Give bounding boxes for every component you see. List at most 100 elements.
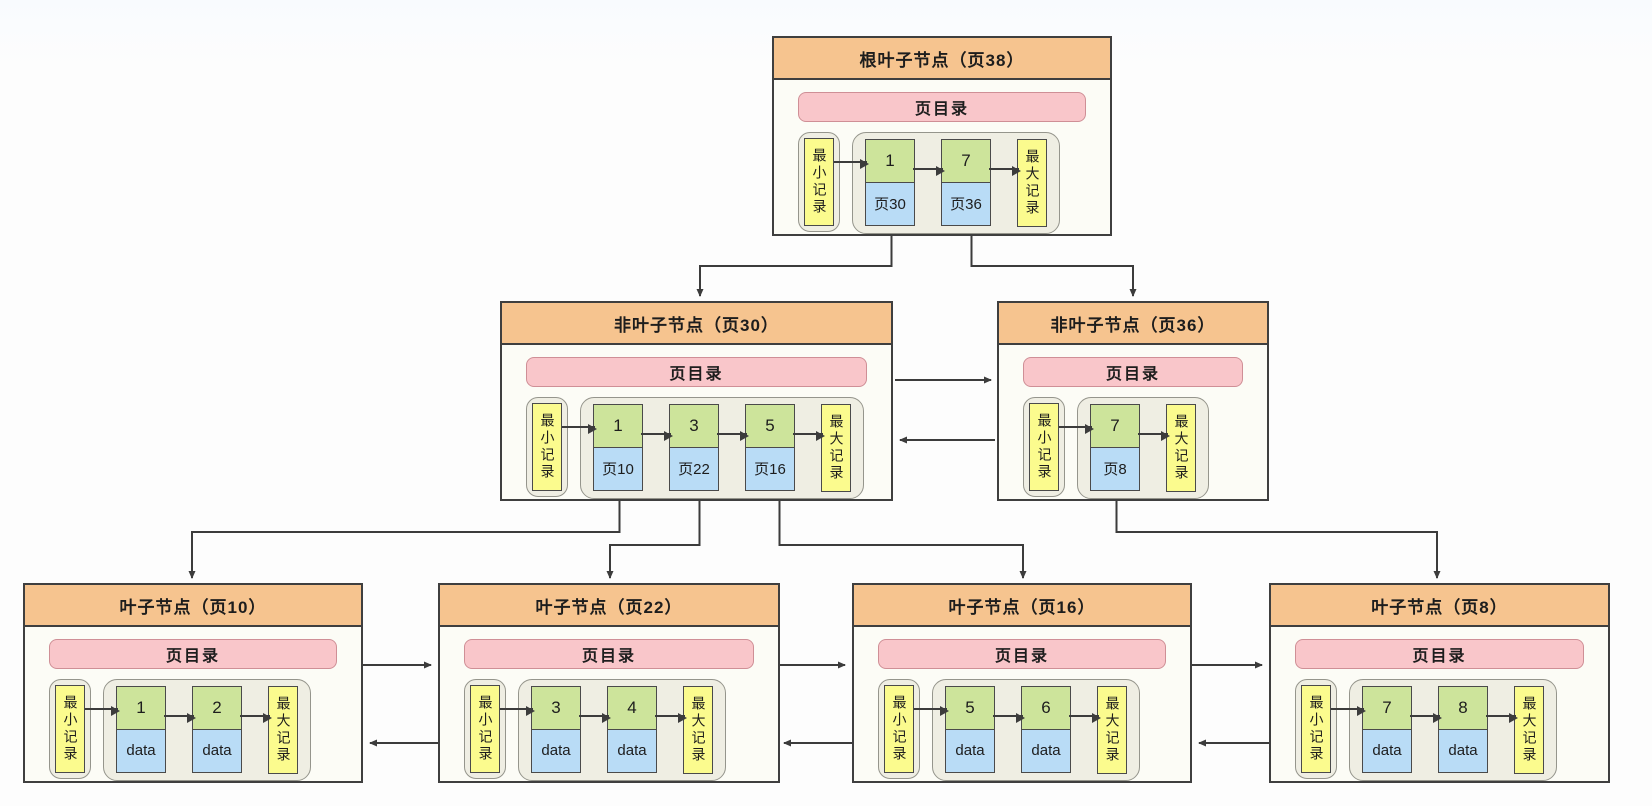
node-root-page-38: 根叶子节点（页38） 页目录 最小记录 1 页30 7 页36: [772, 36, 1112, 236]
record-key: 2: [192, 686, 242, 730]
max-record: 最大记录: [821, 404, 851, 492]
record-pointer: 页16: [745, 446, 795, 491]
min-record: 最小记录: [470, 685, 500, 773]
max-record: 最大记录: [268, 686, 298, 774]
record-entry: 3 页22: [669, 404, 719, 491]
arrow-right-icon: [85, 706, 120, 716]
arrow-right-icon: [655, 713, 687, 723]
arrow-right-icon: [1138, 431, 1170, 441]
arrow-right-icon: [1410, 713, 1442, 723]
arrow-right-icon: [1331, 706, 1366, 716]
record-data: data: [531, 728, 581, 773]
record-entry: 4 data: [607, 686, 657, 773]
min-record-container: 最小记录: [49, 679, 91, 779]
page-directory: 页目录: [798, 92, 1086, 122]
min-record-container: 最小记录: [526, 397, 568, 497]
record-entry: 1 data: [116, 686, 166, 773]
page-directory: 页目录: [1023, 357, 1243, 387]
record-data: data: [607, 728, 657, 773]
max-record: 最大记录: [683, 686, 713, 774]
page-directory: 页目录: [49, 639, 337, 669]
record-key: 6: [1021, 686, 1071, 730]
record-pointer: 页36: [941, 181, 991, 226]
page-directory: 页目录: [878, 639, 1166, 669]
record-key: 1: [593, 404, 643, 448]
record-key: 3: [669, 404, 719, 448]
record-key: 1: [865, 139, 915, 183]
arrow-right-icon: [1059, 424, 1094, 434]
page-directory: 页目录: [1295, 639, 1584, 669]
min-record-container: 最小记录: [878, 679, 920, 779]
record-data: data: [1021, 728, 1071, 773]
node-title: 叶子节点（页16）: [854, 585, 1190, 627]
node-internal-page-30: 非叶子节点（页30） 页目录 最小记录 1 页10 3 页22: [500, 301, 893, 501]
arrow-right-icon: [562, 424, 597, 434]
record-key: 5: [945, 686, 995, 730]
record-entry: 3 data: [531, 686, 581, 773]
max-record: 最大记录: [1166, 404, 1196, 492]
min-record-container: 最小记录: [1295, 679, 1337, 779]
arrow-right-icon: [717, 431, 749, 441]
arrow-right-icon: [989, 166, 1021, 176]
record-group: 1 页30 7 页36 最大记录: [852, 132, 1060, 234]
record-entry: 7 data: [1362, 686, 1412, 773]
record-key: 7: [1090, 404, 1140, 448]
record-key: 3: [531, 686, 581, 730]
node-leaf-page-16: 叶子节点（页16） 页目录 最小记录 5 data 6 data: [852, 583, 1192, 783]
node-leaf-page-8: 叶子节点（页8） 页目录 最小记录 7 data 8 data: [1269, 583, 1610, 783]
record-entry: 2 data: [192, 686, 242, 773]
min-record: 最小记录: [804, 138, 834, 226]
min-record-container: 最小记录: [1023, 397, 1065, 497]
page-directory: 页目录: [526, 357, 867, 387]
record-entry: 6 data: [1021, 686, 1071, 773]
max-record: 最大记录: [1017, 139, 1047, 227]
record-group: 3 data 4 data 最大记录: [518, 679, 726, 781]
record-data: data: [116, 728, 166, 773]
arrow-right-icon: [913, 166, 945, 176]
record-group: 7 data 8 data 最大记录: [1349, 679, 1557, 781]
record-data: data: [1438, 728, 1488, 773]
node-leaf-page-22: 叶子节点（页22） 页目录 最小记录 3 data 4 data: [438, 583, 780, 783]
record-entry: 1 页30: [865, 139, 915, 226]
node-title: 非叶子节点（页30）: [502, 303, 891, 345]
record-key: 7: [941, 139, 991, 183]
record-entry: 8 data: [1438, 686, 1488, 773]
record-key: 7: [1362, 686, 1412, 730]
record-data: data: [1362, 728, 1412, 773]
record-data: data: [945, 728, 995, 773]
node-title: 叶子节点（页22）: [440, 585, 778, 627]
record-entry: 5 data: [945, 686, 995, 773]
record-entry: 5 页16: [745, 404, 795, 491]
record-key: 1: [116, 686, 166, 730]
record-pointer: 页8: [1090, 446, 1140, 491]
record-group: 1 data 2 data 最大记录: [103, 679, 311, 781]
record-entry: 1 页10: [593, 404, 643, 491]
record-key: 8: [1438, 686, 1488, 730]
node-internal-page-36: 非叶子节点（页36） 页目录 最小记录 7 页8 最大记录: [997, 301, 1269, 501]
arrow-right-icon: [1069, 713, 1101, 723]
record-entry: 7 页8: [1090, 404, 1140, 491]
node-title: 叶子节点（页10）: [25, 585, 361, 627]
arrow-right-icon: [579, 713, 611, 723]
record-key: 5: [745, 404, 795, 448]
min-record: 最小记录: [1029, 403, 1059, 491]
arrow-right-icon: [834, 159, 869, 169]
min-record: 最小记录: [884, 685, 914, 773]
record-entry: 7 页36: [941, 139, 991, 226]
min-record: 最小记录: [532, 403, 562, 491]
max-record: 最大记录: [1097, 686, 1127, 774]
arrow-right-icon: [164, 713, 196, 723]
node-title: 叶子节点（页8）: [1271, 585, 1608, 627]
node-title: 非叶子节点（页36）: [999, 303, 1267, 345]
record-group: 7 页8 最大记录: [1077, 397, 1209, 499]
arrow-right-icon: [793, 431, 825, 441]
record-group: 5 data 6 data 最大记录: [932, 679, 1140, 781]
arrow-right-icon: [993, 713, 1025, 723]
record-data: data: [192, 728, 242, 773]
node-title: 根叶子节点（页38）: [774, 38, 1110, 80]
arrow-right-icon: [1486, 713, 1518, 723]
record-pointer: 页30: [865, 181, 915, 226]
min-record-container: 最小记录: [798, 132, 840, 232]
arrow-right-icon: [641, 431, 673, 441]
